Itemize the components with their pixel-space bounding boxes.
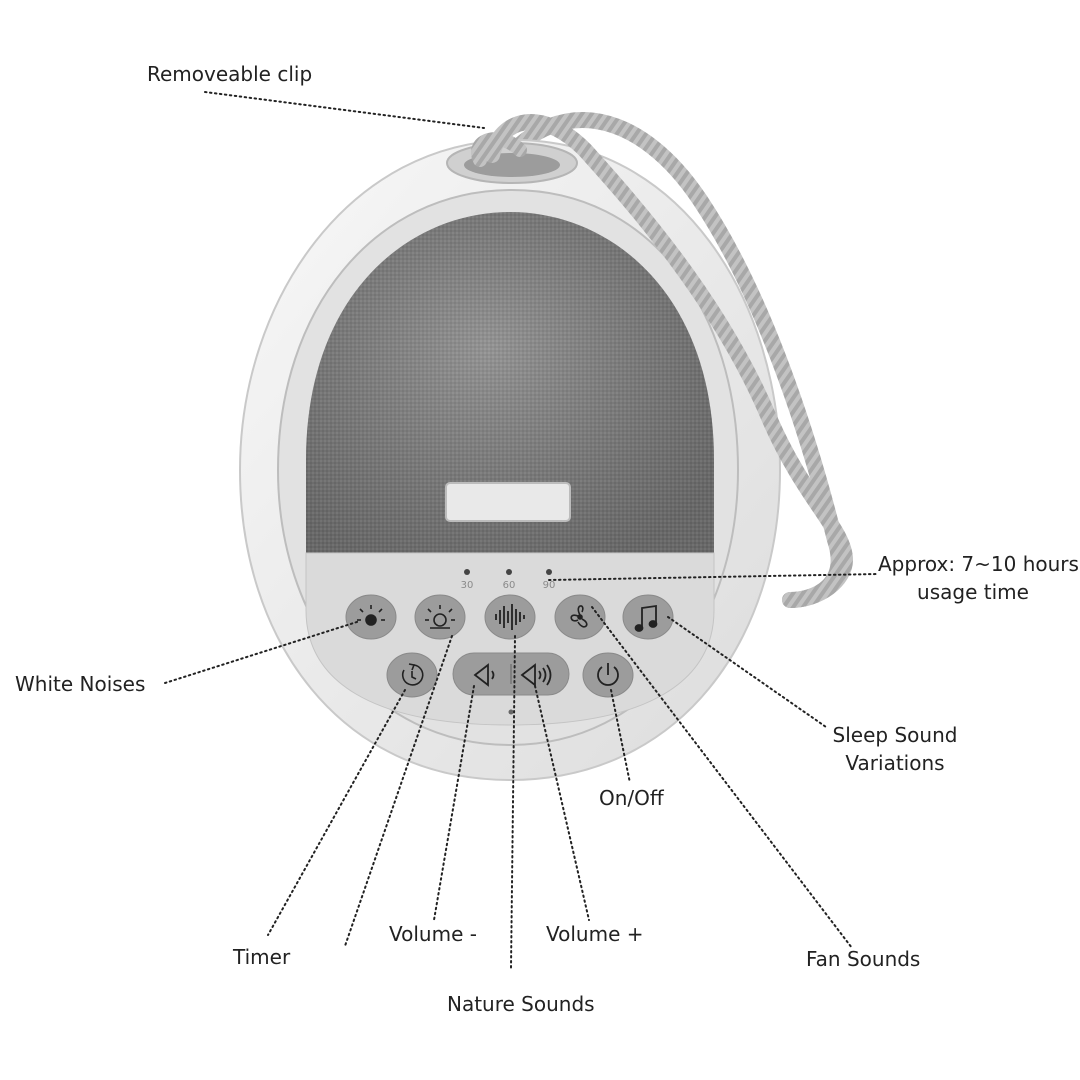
timer-led-30 bbox=[464, 569, 470, 575]
volume-button-pill bbox=[452, 652, 570, 696]
nature-sounds-button[interactable] bbox=[484, 594, 536, 640]
label-nature-sounds: Nature Sounds bbox=[447, 992, 595, 1016]
timer-mark-60: 60 bbox=[503, 580, 516, 591]
label-timer: Timer bbox=[233, 945, 291, 969]
fan-icon bbox=[570, 605, 588, 628]
night-light-bar bbox=[445, 482, 571, 522]
label-sleep-line2: Variations bbox=[845, 751, 945, 775]
sun-dim-icon bbox=[357, 605, 385, 626]
leader-sleep bbox=[667, 616, 827, 728]
leader-white-noises bbox=[164, 620, 361, 684]
leader-timer bbox=[267, 689, 406, 936]
label-usage-line2: usage time bbox=[917, 580, 1029, 604]
timer-mark-30: 30 bbox=[461, 580, 474, 591]
label-sleep-variations: Sleep Sound Variations bbox=[825, 721, 965, 777]
light-button[interactable] bbox=[414, 594, 466, 640]
timer-mark-90: 90 bbox=[543, 580, 556, 591]
label-on-off: On/Off bbox=[599, 786, 664, 810]
leader-clip bbox=[204, 91, 485, 129]
sleep-sound-button[interactable] bbox=[622, 594, 674, 640]
leader-light bbox=[344, 635, 453, 947]
soundwave-icon bbox=[495, 604, 525, 630]
volume-down-icon bbox=[473, 663, 495, 687]
volume-down-button[interactable] bbox=[455, 655, 510, 693]
label-sleep-line1: Sleep Sound bbox=[832, 723, 958, 747]
white-noise-button[interactable] bbox=[345, 594, 397, 640]
timer-led-90 bbox=[546, 569, 552, 575]
label-fan-sounds: Fan Sounds bbox=[806, 947, 921, 971]
label-usage-time: Approx: 7~10 hours usage time bbox=[878, 550, 1079, 606]
fan-sounds-button[interactable] bbox=[554, 594, 606, 640]
volume-up-icon bbox=[520, 663, 552, 687]
leader-fan bbox=[591, 606, 853, 949]
label-volume-minus: Volume - bbox=[389, 922, 477, 946]
timer-led-60 bbox=[506, 569, 512, 575]
power-icon bbox=[597, 663, 619, 686]
leader-lines bbox=[164, 91, 879, 969]
volume-up-button[interactable] bbox=[512, 655, 567, 693]
timer-icon bbox=[401, 663, 424, 686]
clip-cord-front bbox=[484, 114, 854, 608]
leader-volume-plus bbox=[534, 685, 590, 921]
leader-volume-minus bbox=[433, 685, 475, 921]
music-note-icon bbox=[634, 604, 658, 632]
leader-nature bbox=[510, 635, 516, 969]
sun-bright-icon bbox=[425, 605, 455, 629]
timer-button[interactable] bbox=[386, 652, 438, 698]
label-removeable-clip: Removeable clip bbox=[147, 62, 313, 86]
leader-on-off bbox=[610, 689, 631, 784]
label-usage-line1: Approx: 7~10 hours bbox=[878, 552, 1079, 576]
label-volume-plus: Volume + bbox=[546, 922, 644, 946]
microphone-hole bbox=[508, 709, 514, 715]
power-button[interactable] bbox=[582, 652, 634, 698]
leader-usage bbox=[548, 573, 879, 581]
label-white-noises: White Noises bbox=[15, 672, 146, 696]
